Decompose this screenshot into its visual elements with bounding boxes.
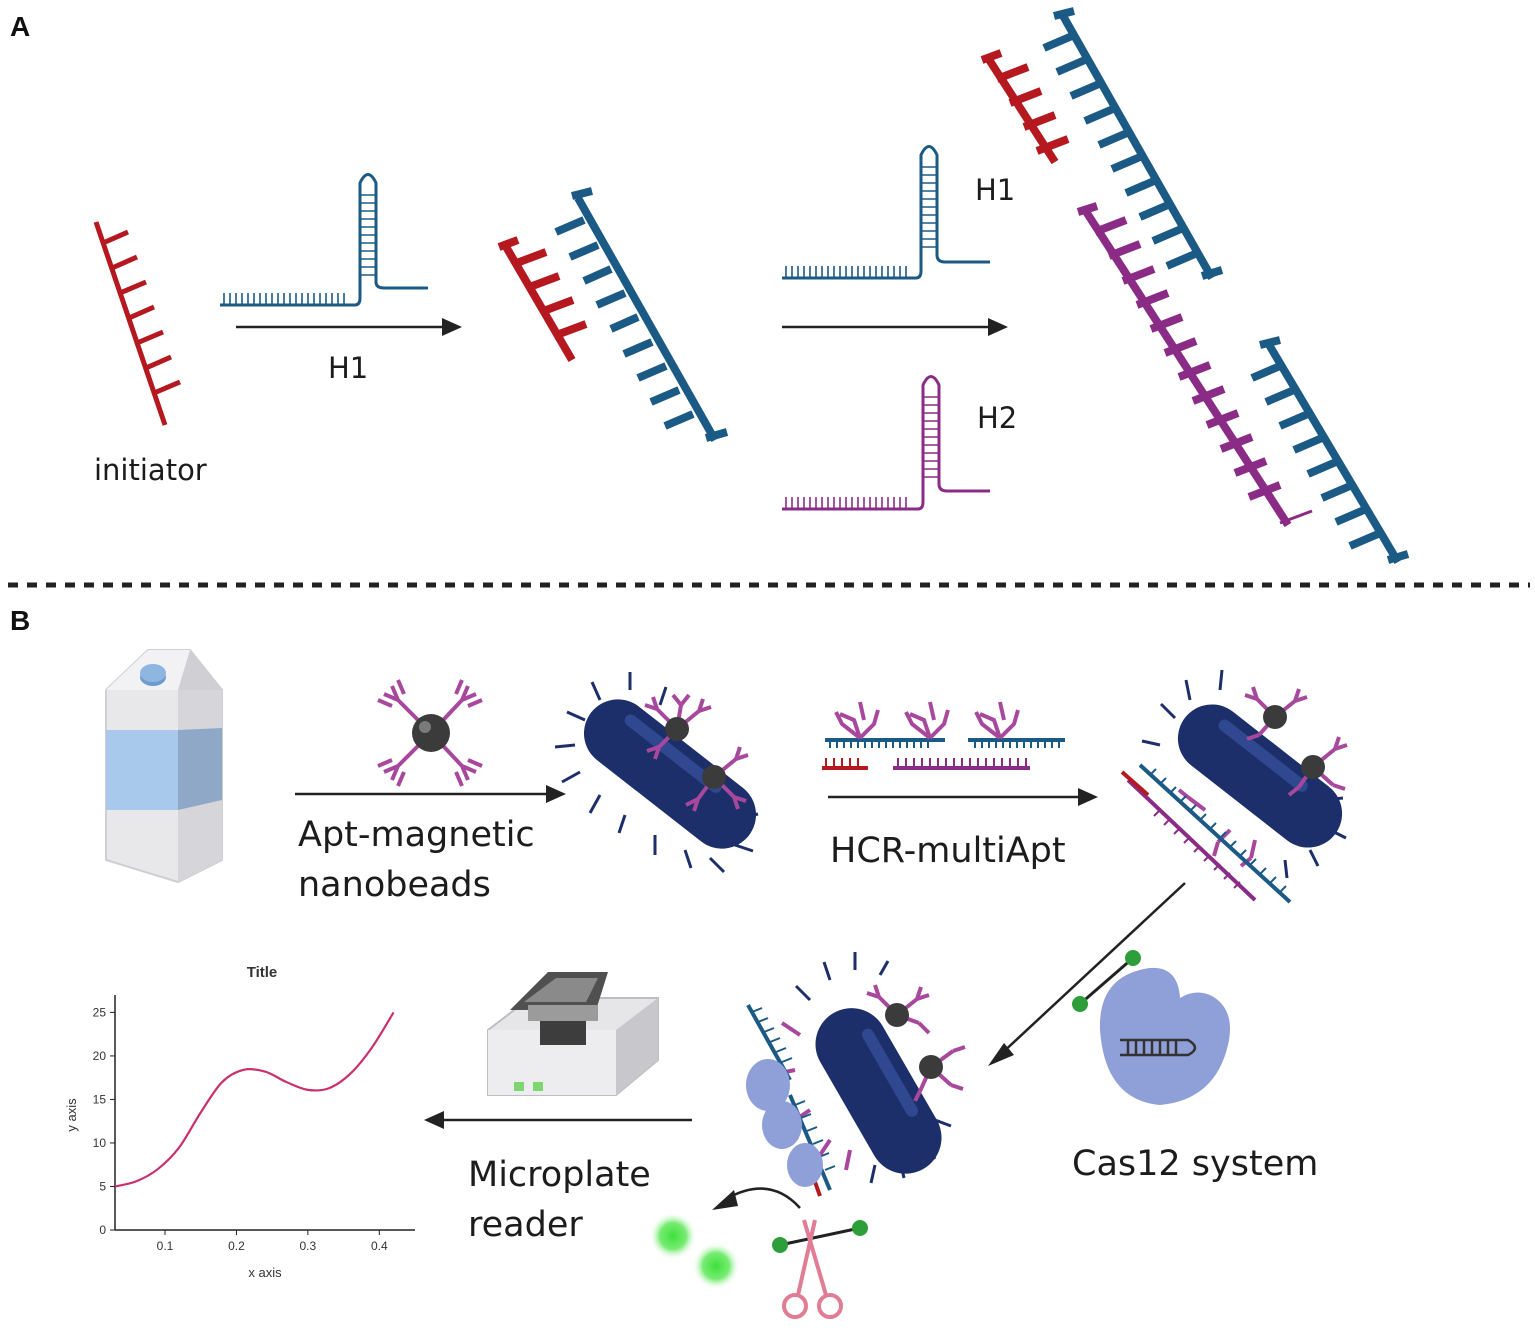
arrow-b4-head	[424, 1111, 444, 1129]
chart-ticks: 0.1 0.2 0.3 0.4 0 5 10 15 20 25	[93, 1005, 388, 1253]
panel-a-letter: A	[10, 11, 30, 42]
fluorescence-signal	[649, 1187, 801, 1290]
step1-h1-label: H1	[328, 351, 368, 385]
chart-y-tick-label: 20	[93, 1049, 107, 1063]
chart-y-tick-label: 15	[93, 1092, 107, 1106]
initiator-label: initiator	[94, 453, 207, 487]
chart-y-tick-label: 25	[93, 1005, 107, 1019]
initiator-h1-duplex	[497, 187, 729, 442]
hcr-multiapt-reagent	[822, 701, 1065, 770]
bacterium-with-nanobeads	[554, 672, 759, 874]
bacterium-with-hcr	[1120, 669, 1348, 904]
hcr-polymer	[980, 7, 1410, 565]
cas12-label: Cas12 system	[1072, 1144, 1318, 1184]
arrow-b3-head	[988, 1043, 1014, 1066]
chart-y-tick-label: 5	[99, 1179, 106, 1193]
hairpin-h2-label: H2	[977, 401, 1017, 435]
apt-nanobeads-label-1: Apt-magnetic	[298, 815, 535, 855]
chart-x-tick-label: 0.1	[157, 1239, 174, 1253]
arrow-b2-head	[1078, 788, 1098, 806]
cas12-system	[1072, 950, 1230, 1105]
milk-carton	[105, 649, 223, 884]
hairpin-h2	[782, 375, 990, 511]
chart-series-line	[114, 1011, 395, 1188]
apt-magnetic-nanobead	[377, 679, 483, 787]
chart-title: Title	[247, 964, 278, 981]
microplate-reader-label-1: Microplate	[468, 1155, 651, 1195]
panel-b-letter: B	[10, 605, 30, 636]
hairpin-h1-second	[782, 145, 990, 280]
chart-x-tick-label: 0.4	[371, 1239, 388, 1253]
line-chart: Title 0.1 0.2 0.3 0.4 0 5 10 15 20 25 x axis y ax…	[64, 964, 415, 1280]
hairpin-h1	[220, 173, 428, 307]
chart-x-label: x axis	[248, 1265, 282, 1280]
microplate-reader-icon	[487, 972, 659, 1096]
chart-y-tick-label: 0	[99, 1223, 106, 1237]
arrow-a1-head	[442, 318, 462, 336]
arrow-b1-head	[546, 785, 566, 803]
chart-y-label: y axis	[64, 1098, 79, 1132]
cleaved-reporter-scissors	[772, 1219, 868, 1319]
arrow-a2-head	[988, 318, 1008, 336]
apt-nanobeads-label-2: nanobeads	[298, 865, 491, 905]
bacterium-with-cas12	[746, 952, 966, 1197]
microplate-reader-label-2: reader	[468, 1205, 583, 1245]
chart-y-tick-label: 10	[93, 1136, 107, 1150]
chart-x-tick-label: 0.3	[300, 1239, 317, 1253]
arrow-b3	[999, 882, 1186, 1056]
chart-x-tick-label: 0.2	[228, 1239, 245, 1253]
initiator-strand	[93, 221, 181, 426]
hcr-multiapt-label: HCR-multiApt	[830, 831, 1066, 871]
hairpin-h1-label: H1	[975, 173, 1015, 207]
